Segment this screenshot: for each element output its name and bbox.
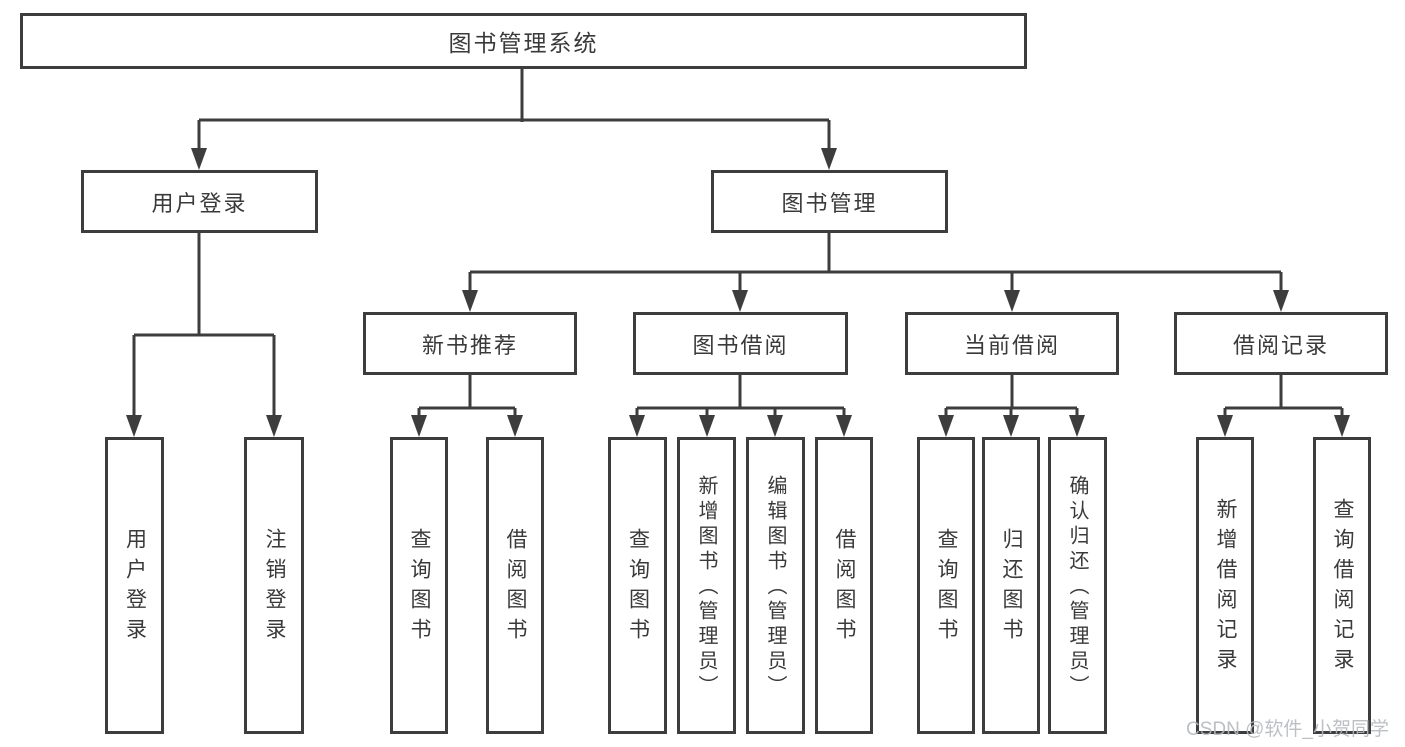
node-leaf-borrow-borrow: 借阅图书 [815, 437, 873, 734]
node-section-book-borrow: 图书借阅 [633, 312, 848, 375]
node-root: 图书管理系统 [20, 13, 1027, 69]
node-leaf-newbooks-query: 查询图书 [390, 437, 448, 734]
node-leaf-newbooks-borrow: 借阅图书 [486, 437, 544, 734]
arrowheads [126, 148, 1350, 437]
watermark: CSDN @软件_小贺同学 [1186, 719, 1389, 740]
node-section-borrow-records: 借阅记录 [1174, 312, 1388, 375]
node-section-new-books: 新书推荐 [363, 312, 577, 375]
node-leaf-records-add: 新增借阅记录 [1196, 437, 1254, 734]
node-leaf-borrow-query: 查询图书 [608, 437, 667, 734]
node-book-mgmt-branch: 图书管理 [711, 170, 948, 233]
node-leaf-borrow-edit: 编辑图书（管理员） [746, 437, 805, 734]
node-leaf-user-login: 用户登录 [105, 437, 164, 734]
node-leaf-logout: 注销登录 [244, 437, 304, 734]
node-leaf-borrow-add: 新增图书（管理员） [677, 437, 736, 734]
node-leaf-current-query: 查询图书 [917, 437, 975, 734]
node-leaf-current-confirm-return: 确认归还（管理员） [1048, 437, 1107, 734]
node-section-current-borrow: 当前借阅 [905, 312, 1119, 375]
node-leaf-current-return: 归还图书 [982, 437, 1040, 734]
node-leaf-records-query: 查询借阅记录 [1313, 437, 1371, 734]
node-user-login-branch: 用户登录 [81, 170, 318, 233]
